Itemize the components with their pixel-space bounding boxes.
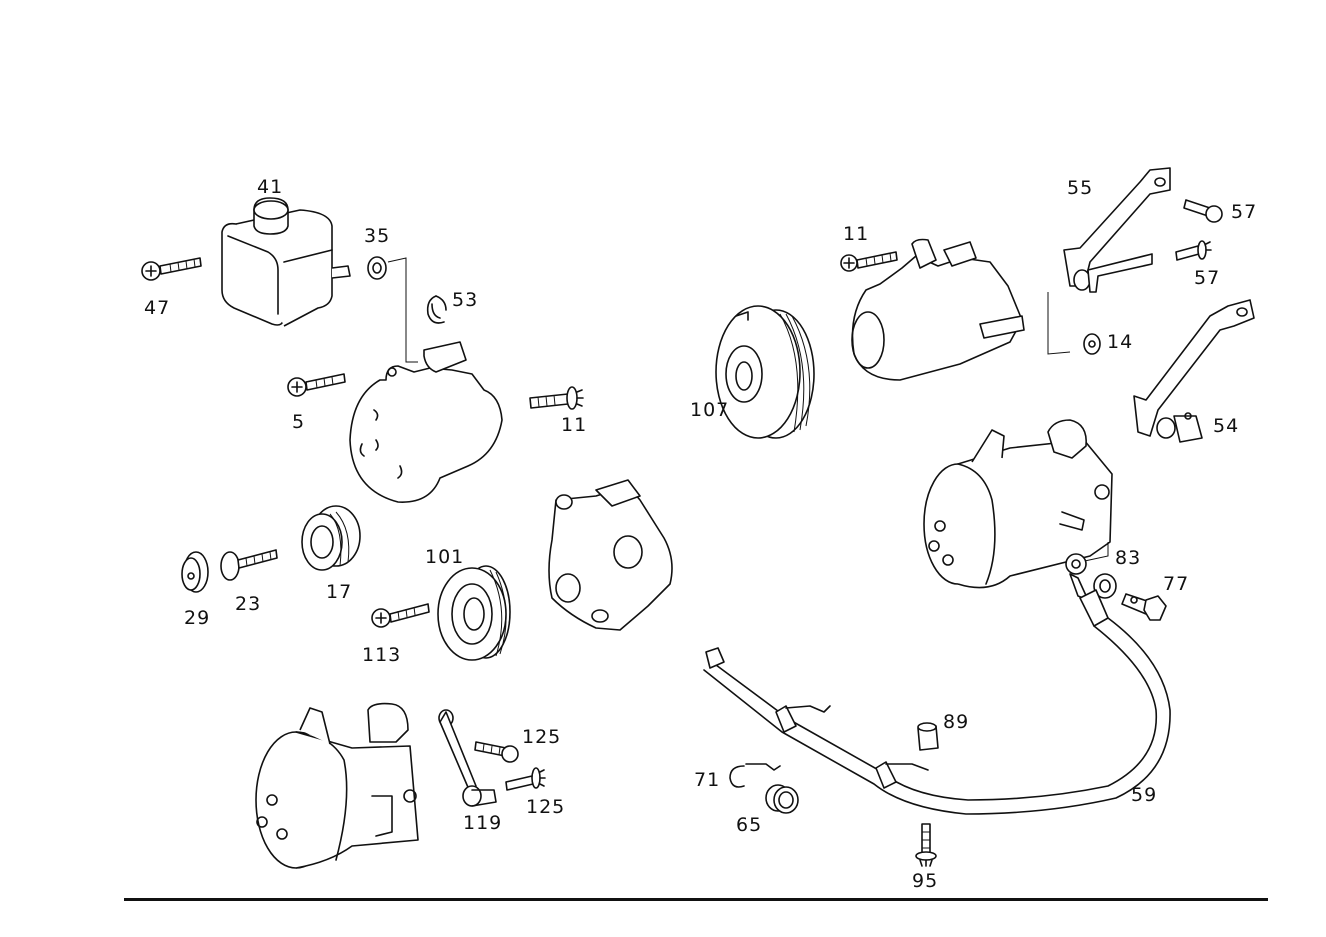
bolt-125-lower-part (505, 767, 546, 791)
callout-35: 35 (364, 225, 391, 247)
callout-41: 41 (257, 176, 284, 198)
callout-57-upper: 57 (1231, 201, 1258, 223)
grommet-65-part (765, 784, 799, 814)
pump-assembly-lower-right (923, 419, 1113, 589)
pump-assembly-bottom-left (255, 702, 419, 869)
banjo-bolt-77-part (1121, 593, 1167, 621)
callout-5: 5 (292, 411, 306, 433)
sleeve-89-part (917, 722, 939, 751)
link-rod-119-part (438, 709, 497, 807)
bracket-54-part (1133, 299, 1255, 443)
bolt-11-left-part (529, 386, 584, 410)
bolt-57-lower-part (1175, 240, 1212, 261)
fluid-reservoir-part (221, 197, 351, 327)
callout-14: 14 (1107, 331, 1134, 353)
callout-95: 95 (912, 870, 939, 892)
callout-29: 29 (184, 607, 211, 629)
callout-119: 119 (463, 812, 503, 834)
clip-53-part (426, 295, 447, 324)
bolt-125-upper-part (474, 741, 519, 763)
clamp-71-part (729, 763, 781, 788)
callout-11-right: 11 (843, 223, 870, 245)
screw-47-part (141, 257, 202, 281)
callout-77: 77 (1163, 573, 1190, 595)
callout-23: 23 (235, 593, 262, 615)
callout-125-upper: 125 (522, 726, 562, 748)
nut-14-part (1083, 333, 1101, 355)
pulley-107-part (715, 305, 815, 439)
pulley-101-part (437, 565, 511, 661)
callout-125-lower: 125 (526, 796, 566, 818)
callout-11-left: 11 (561, 414, 588, 436)
bracket-55-part (1063, 167, 1171, 293)
pump-assembly-upper-left (349, 341, 503, 503)
spacer-29-part (181, 551, 209, 593)
callout-101: 101 (425, 546, 465, 568)
callout-47: 47 (144, 297, 171, 319)
bolt-57-upper-part (1183, 199, 1223, 223)
sealing-washer-83-part (1093, 573, 1117, 599)
callout-57-lower: 57 (1194, 267, 1221, 289)
callout-71: 71 (694, 769, 721, 791)
bolt-113-part (371, 603, 430, 628)
pump-assembly-upper-right (851, 238, 1071, 381)
callout-83: 83 (1115, 547, 1142, 569)
pressure-hose-59-part (703, 553, 1171, 815)
callout-54: 54 (1213, 415, 1240, 437)
callout-17: 17 (326, 581, 353, 603)
screw-5-part (287, 373, 346, 397)
callout-55: 55 (1067, 177, 1094, 199)
bottom-rule-divider (124, 898, 1268, 901)
callout-107: 107 (690, 399, 730, 421)
callout-113: 113 (362, 644, 402, 666)
washer-35-part (367, 256, 418, 363)
callout-65: 65 (736, 814, 763, 836)
callout-89: 89 (943, 711, 970, 733)
bolt-11-right-part (840, 251, 898, 272)
idler-pulley-17-part (301, 505, 361, 571)
callout-59: 59 (1131, 784, 1158, 806)
bolt-23-part (220, 549, 278, 581)
pump-assembly-middle (548, 479, 673, 631)
callout-53: 53 (452, 289, 479, 311)
bolt-95-part (915, 823, 937, 867)
